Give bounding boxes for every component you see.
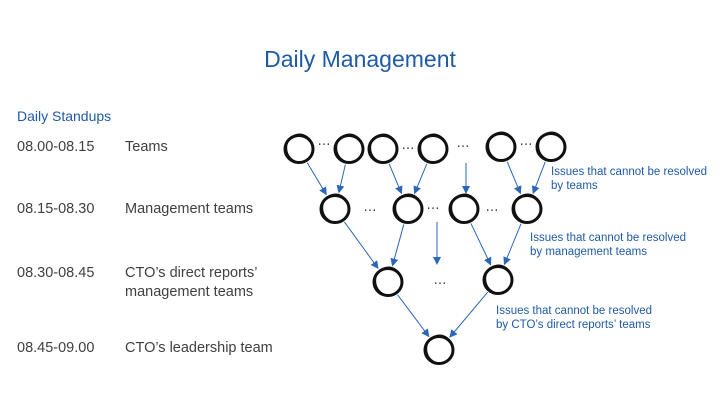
escalation-arrow [397, 294, 430, 338]
standup-node [535, 131, 567, 162]
time-slot: 08.00-08.15 [17, 139, 95, 155]
escalation-arrow [306, 162, 327, 196]
escalation-arrow [390, 224, 405, 267]
standup-node [319, 193, 351, 224]
page-title: Daily Management [264, 46, 456, 72]
standup-node [485, 131, 517, 162]
ellipsis-marker: … [520, 134, 533, 149]
escalation-note: Issues that cannot be resolved by CTO’s … [496, 304, 652, 332]
escalation-arrow [470, 223, 492, 266]
time-slot: 08.30-08.45 [17, 265, 95, 281]
escalation-note-line: by teams [551, 180, 598, 192]
escalation-arrow [449, 291, 489, 338]
escalation-note-line: Issues that cannot be resolved [551, 166, 707, 178]
escalation-arrow [343, 221, 379, 270]
escalation-arrow [531, 161, 546, 195]
standup-group: CTO’s direct reports’ management teams [125, 264, 257, 302]
standup-group-line: management teams [125, 284, 254, 300]
escalation-arrow [503, 223, 522, 266]
standup-group: Management teams [125, 201, 254, 217]
standup-group-line: CTO’s direct reports’ [125, 265, 258, 281]
standup-group: CTO’s leadership team [125, 340, 273, 356]
escalation-arrow [413, 163, 428, 195]
standup-node [417, 133, 449, 164]
standup-node [283, 133, 315, 164]
ellipsis-marker: … [402, 138, 415, 153]
escalation-note: Issues that cannot be resolved by manage… [530, 231, 686, 259]
ellipsis-marker: … [318, 134, 331, 149]
standup-node [392, 193, 424, 224]
escalation-note-line: by management teams [530, 246, 647, 258]
standup-group: Teams [125, 139, 168, 155]
standup-node [482, 264, 514, 295]
ellipsis-marker: … [434, 273, 447, 288]
standup-node [333, 133, 365, 164]
time-slot: 08.45-09.00 [17, 340, 95, 356]
standup-node [511, 193, 543, 224]
escalation-note-line: Issues that cannot be resolved [530, 232, 686, 244]
standup-node [448, 193, 480, 224]
standup-node [367, 133, 399, 164]
escalation-arrow [506, 161, 522, 195]
standup-node [372, 266, 404, 297]
standup-node [423, 334, 455, 365]
escalation-arrow [388, 163, 403, 195]
ellipsis-marker: … [486, 200, 499, 215]
ellipsis-marker: … [364, 200, 377, 215]
section-heading: Daily Standups [17, 108, 112, 124]
escalation-arrow [336, 164, 346, 194]
escalation-note-line: Issues that cannot be resolved [496, 305, 652, 317]
ellipsis-marker: … [457, 136, 470, 151]
time-slot: 08.15-08.30 [17, 201, 95, 217]
escalation-note-line: by CTO’s direct reports’ teams [496, 319, 651, 331]
ellipsis-marker: … [427, 198, 440, 213]
escalation-note: Issues that cannot be resolved by teams [551, 165, 707, 193]
